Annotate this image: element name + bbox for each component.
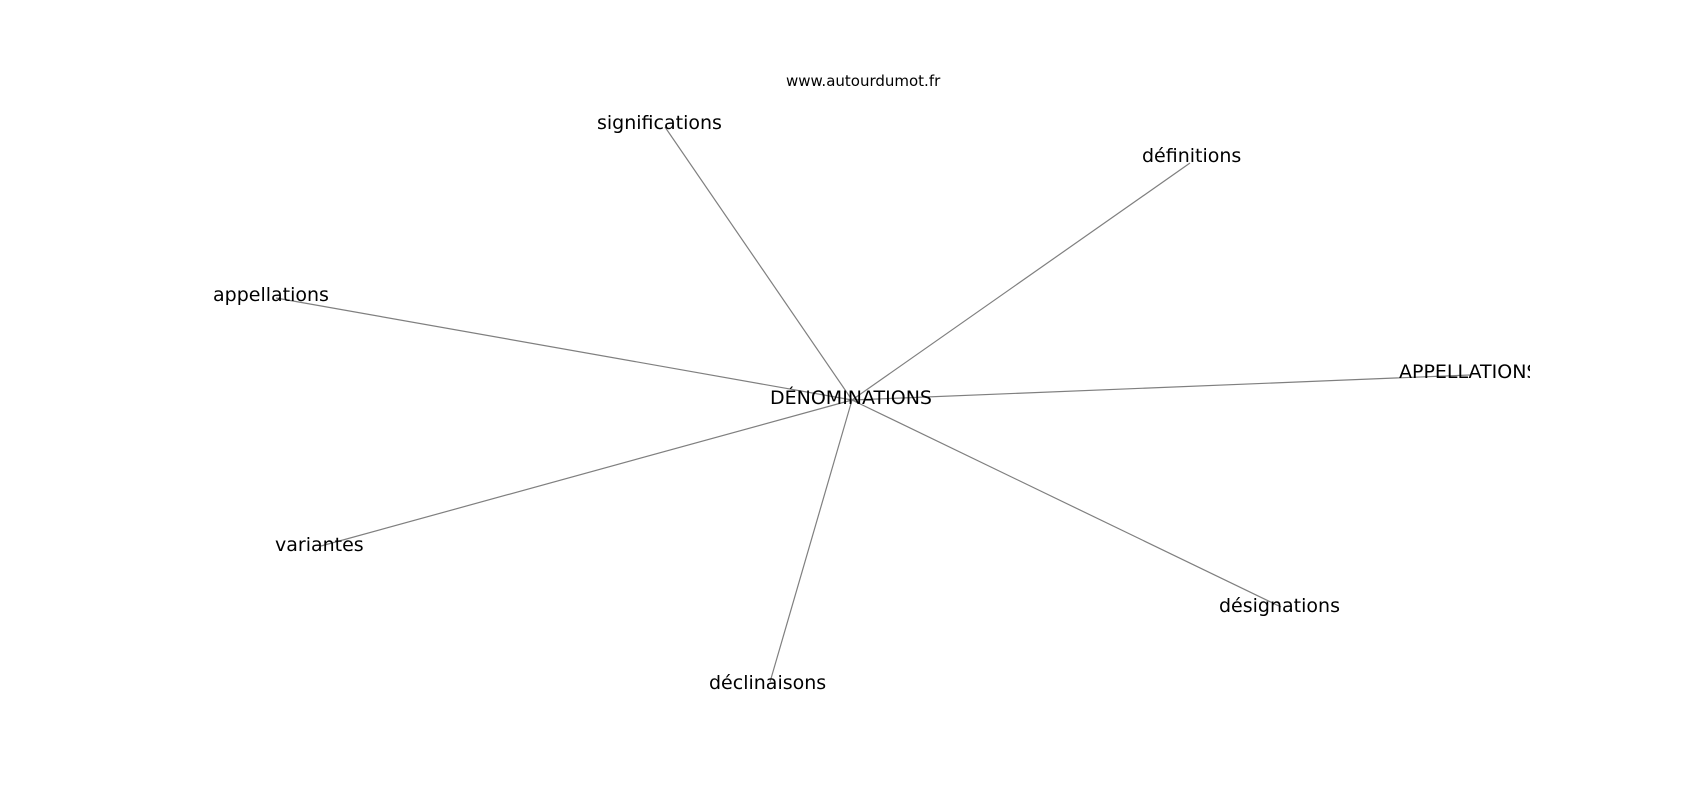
edge-definitions	[851, 162, 1191, 401]
graph-edges	[275, 126, 1471, 683]
node-label-clip: APPELLATIONS	[1399, 363, 1530, 389]
node-label-designations[interactable]: désignations	[1219, 595, 1340, 617]
edge-appellations-upper	[851, 374, 1471, 401]
watermark-text: www.autourdumot.fr	[786, 72, 941, 90]
node-label-variantes[interactable]: variantes	[275, 534, 364, 556]
edge-variantes	[320, 399, 853, 547]
node-label-definitions[interactable]: définitions	[1142, 145, 1242, 167]
node-label-appellations[interactable]: appellations	[213, 284, 329, 306]
node-label-declinaisons[interactable]: déclinaisons	[709, 672, 827, 694]
edge-significations	[664, 126, 853, 401]
edge-designations	[851, 399, 1282, 608]
edge-declinaisons	[769, 399, 853, 683]
node-label-appellations-upper[interactable]: APPELLATIONS	[1399, 363, 1530, 383]
node-label-significations[interactable]: significations	[597, 112, 722, 134]
edge-appellations	[275, 297, 853, 401]
center-node-label[interactable]: DÉNOMINATIONS	[770, 387, 932, 409]
